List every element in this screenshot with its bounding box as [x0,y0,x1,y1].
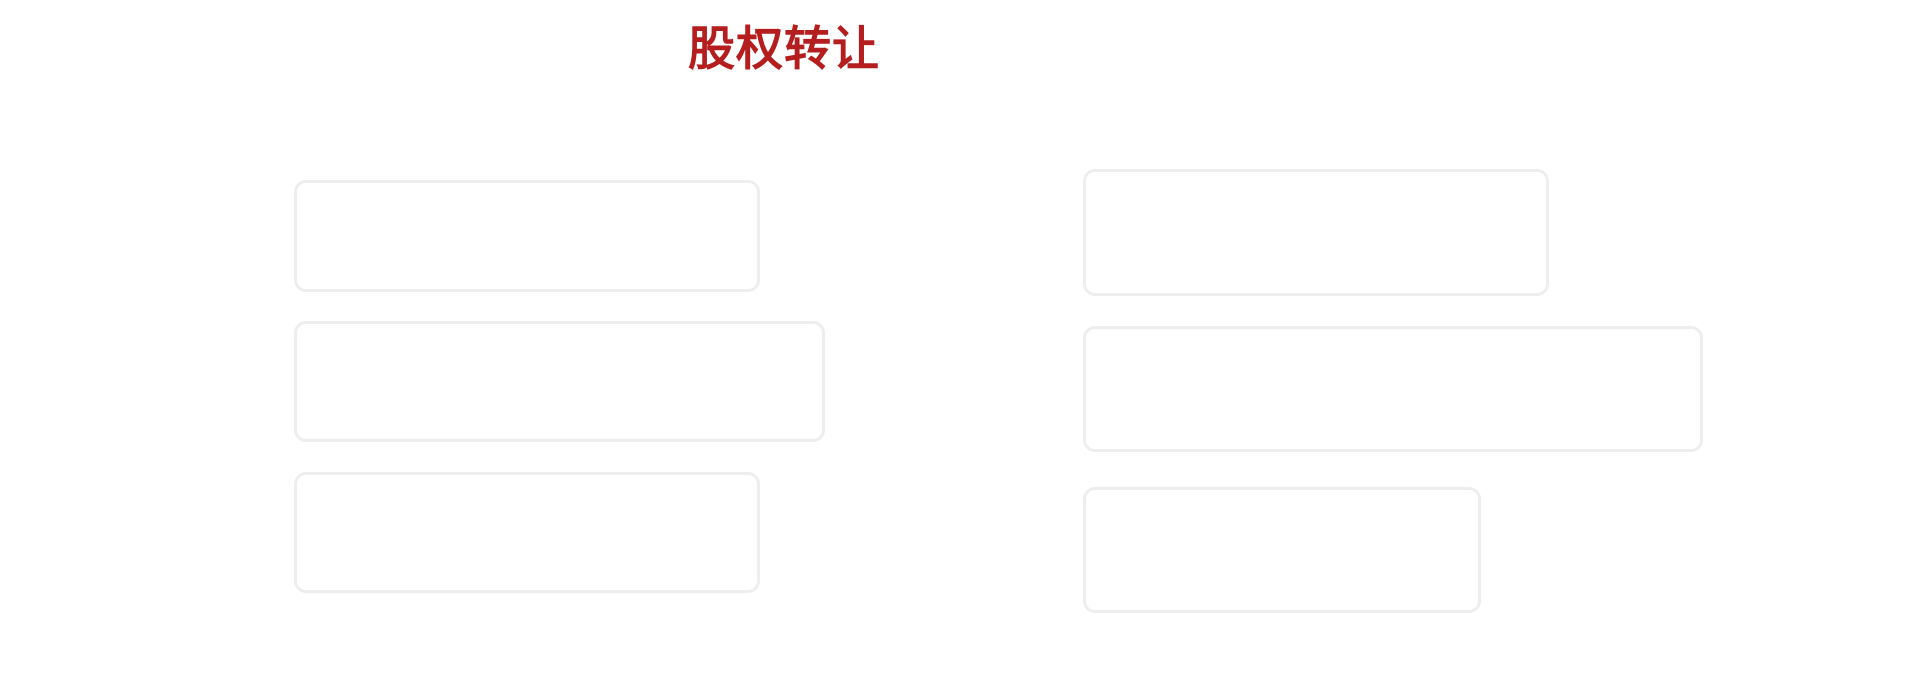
option-card-left-3[interactable] [294,472,760,593]
page-title: 股权转让 [688,22,880,77]
option-card-right-2[interactable] [1083,326,1703,452]
option-card-left-2[interactable] [294,321,825,442]
option-card-right-1[interactable] [1083,169,1549,296]
option-card-left-1[interactable] [294,180,760,292]
option-card-right-3[interactable] [1083,487,1481,613]
